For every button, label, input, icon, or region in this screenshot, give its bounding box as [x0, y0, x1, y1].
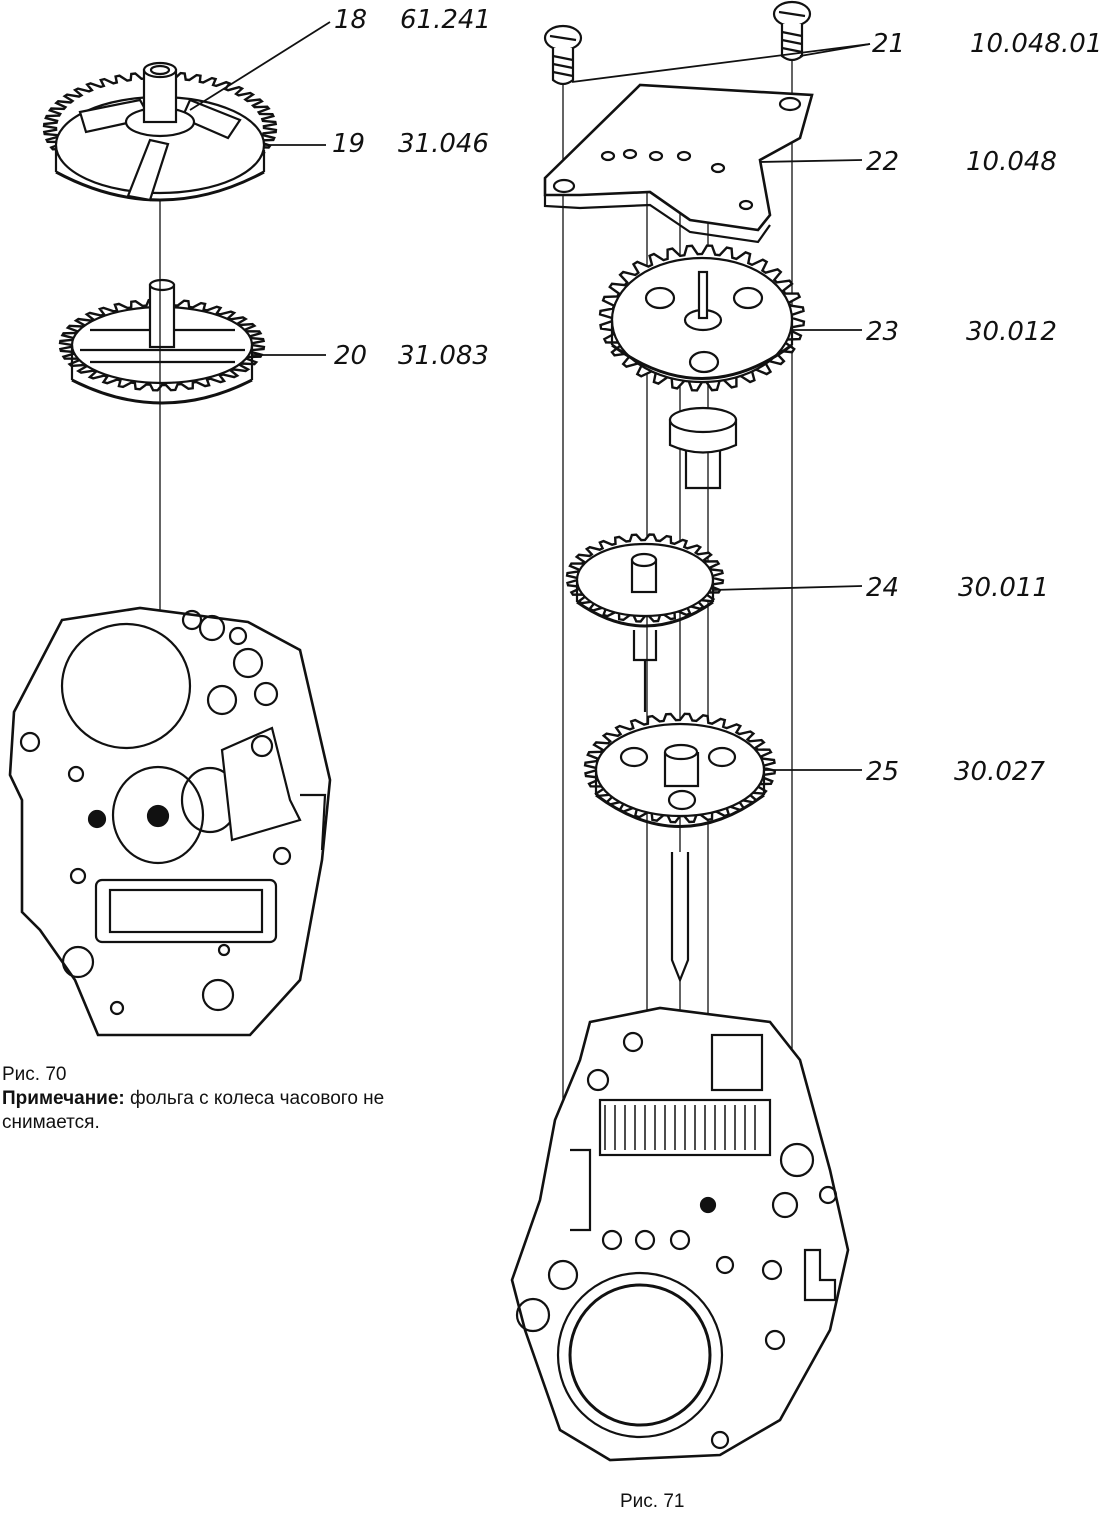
figure-71-drawing [510, 0, 850, 1462]
part-code-23: 30.012 [966, 317, 1057, 347]
part-number-20: 20 [334, 341, 367, 371]
movement-plate-fig71 [510, 1006, 850, 1462]
figure-70-label: Рис. 70 [2, 1064, 67, 1085]
gear-24 [565, 533, 725, 712]
part-number-19: 19 [332, 129, 365, 159]
gear-25 [583, 712, 777, 983]
movement-plate-fig70 [8, 606, 332, 1037]
note-text: фольга с колеса часового не снимается. [2, 1088, 385, 1133]
gear-20 [58, 278, 266, 405]
part-number-23: 23 [866, 317, 899, 347]
part-code-22: 10.048 [966, 147, 1057, 177]
bridge-22 [543, 83, 814, 244]
part-code-20: 31.083 [398, 341, 489, 371]
part-code-25: 30.027 [954, 757, 1045, 787]
spring-18 [78, 61, 242, 202]
part-number-18: 18 [334, 5, 367, 35]
part-number-21: 21 [872, 29, 905, 59]
part-number-25: 25 [866, 757, 899, 787]
part-code-24: 30.011 [958, 573, 1049, 603]
figure-70-drawing [8, 61, 332, 1037]
gear-23 [598, 244, 806, 490]
part-labels: 18 61.241 19 31.046 20 31.083 21 10.048.… [332, 5, 1100, 787]
part-code-18: 61.241 [400, 5, 491, 35]
screw-21-left [543, 24, 583, 86]
leader-lines [189, 21, 871, 771]
part-number-22: 22 [866, 147, 899, 177]
figure-71-caption: Рис. 71 [620, 1491, 685, 1512]
figure-70-note: Примечание: фольга с колеса часового не … [2, 1088, 384, 1133]
screw-21-right [772, 0, 812, 62]
part-code-19: 31.046 [398, 129, 489, 159]
part-number-24: 24 [866, 573, 899, 603]
part-code-21: 10.048.01 [970, 29, 1100, 59]
figure-70-caption: Рис. 70 Примечание: фольга с колеса часо… [2, 1063, 472, 1135]
note-label: Примечание: [2, 1088, 125, 1109]
